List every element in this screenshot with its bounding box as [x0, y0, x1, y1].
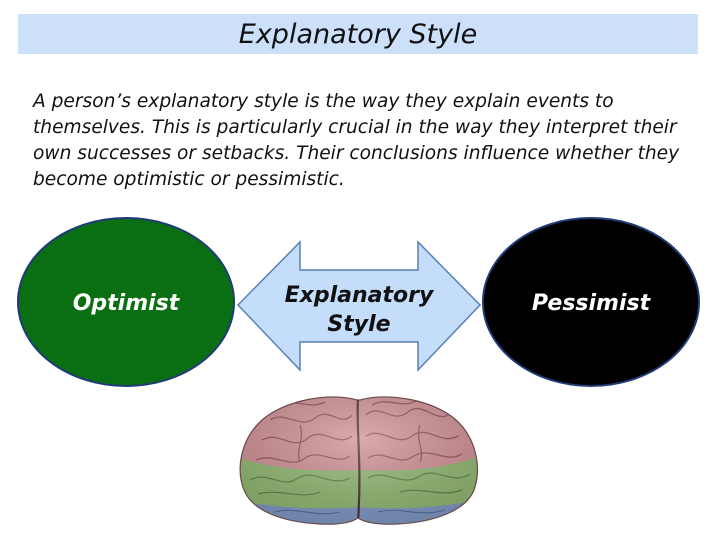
arrow-label-line1: Explanatory — [285, 283, 435, 308]
double-arrow: Explanatory Style — [236, 240, 482, 372]
optimist-label: Optimist — [73, 291, 181, 316]
pessimist-label: Pessimist — [532, 291, 652, 316]
arrow-label-line2: Style — [327, 312, 390, 337]
title-bar: Explanatory Style — [18, 14, 698, 54]
page-title: Explanatory Style — [238, 18, 478, 50]
brain-icon — [239, 396, 478, 525]
optimist-node: Optimist — [17, 217, 235, 387]
pessimist-node: Pessimist — [482, 217, 700, 387]
description-text: A person’s explanatory style is the way … — [33, 91, 680, 190]
